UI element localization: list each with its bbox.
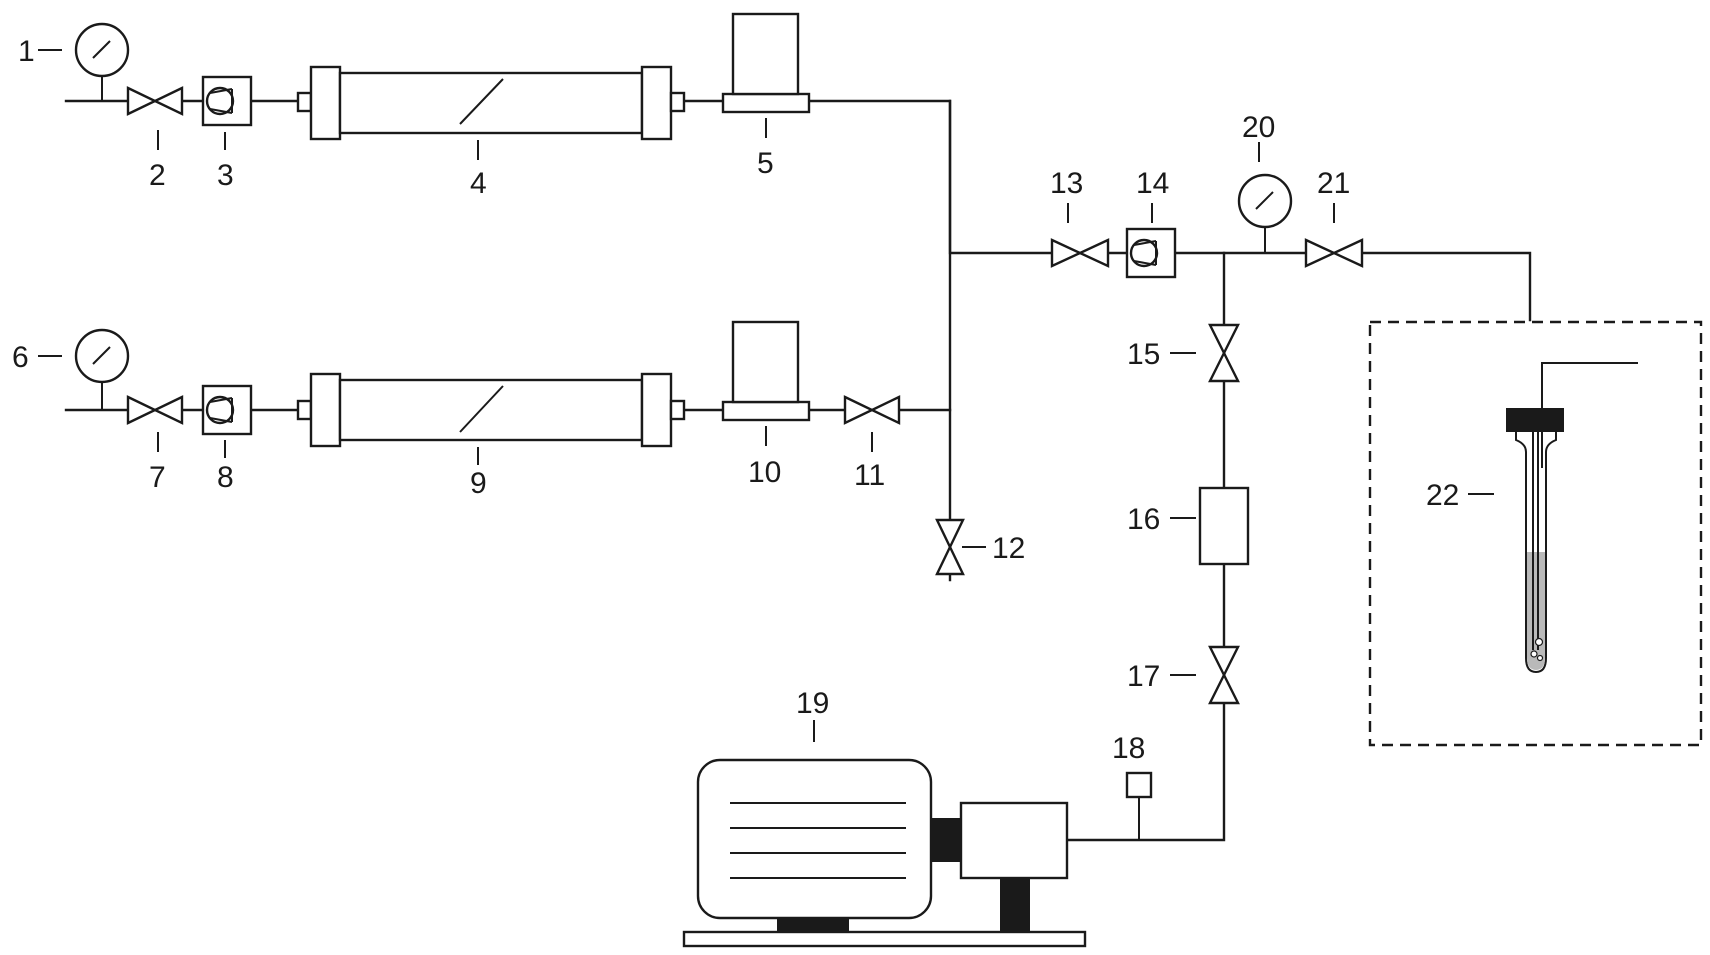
label-18: 18 xyxy=(1112,732,1145,765)
label-9: 9 xyxy=(470,467,487,500)
gas-cylinder-9 xyxy=(296,372,686,448)
label-3: 3 xyxy=(217,159,234,192)
label-5: 5 xyxy=(757,147,774,180)
label-20: 20 xyxy=(1242,111,1275,144)
valve-17 xyxy=(1208,645,1240,705)
valve-12 xyxy=(935,518,965,576)
label-21: 21 xyxy=(1317,167,1350,200)
label-22: 22 xyxy=(1426,479,1459,512)
pressure-gauge-20 xyxy=(1237,173,1293,253)
flow-controller-10 xyxy=(721,320,811,422)
label-10: 10 xyxy=(748,456,781,489)
leader-lines xyxy=(38,49,1494,742)
label-13: 13 xyxy=(1050,167,1083,200)
valve-15 xyxy=(1208,323,1240,383)
component-labels: 1 2 3 4 5 6 7 8 9 10 11 12 13 14 15 16 1… xyxy=(12,35,1459,765)
flow-controller-5 xyxy=(721,12,811,114)
valve-7 xyxy=(126,395,184,425)
check-valve-14 xyxy=(1125,227,1177,279)
label-11: 11 xyxy=(854,459,885,492)
label-12: 12 xyxy=(992,532,1025,565)
pressure-gauge-6 xyxy=(74,328,130,410)
test-chamber-22 xyxy=(1368,320,1703,747)
filter-16 xyxy=(1198,486,1250,566)
sensor-18 xyxy=(1125,771,1153,840)
label-2: 2 xyxy=(149,159,166,192)
label-6: 6 xyxy=(12,341,29,374)
valve-21 xyxy=(1304,238,1364,268)
label-15: 15 xyxy=(1127,338,1160,371)
label-1: 1 xyxy=(18,35,35,68)
gas-cylinder-4 xyxy=(296,65,686,141)
valve-2 xyxy=(126,86,184,116)
label-19: 19 xyxy=(796,687,829,720)
check-valve-8 xyxy=(201,384,253,436)
valve-11 xyxy=(843,395,901,425)
label-17: 17 xyxy=(1127,660,1160,693)
label-14: 14 xyxy=(1136,167,1169,200)
label-16: 16 xyxy=(1127,503,1160,536)
pressure-gauge-1 xyxy=(74,22,130,101)
check-valve-3 xyxy=(201,75,253,127)
piping xyxy=(64,99,1532,842)
valve-13 xyxy=(1050,238,1110,268)
label-4: 4 xyxy=(470,167,487,200)
label-7: 7 xyxy=(149,461,166,494)
label-8: 8 xyxy=(217,461,234,494)
vacuum-pump-19 xyxy=(682,758,1087,948)
